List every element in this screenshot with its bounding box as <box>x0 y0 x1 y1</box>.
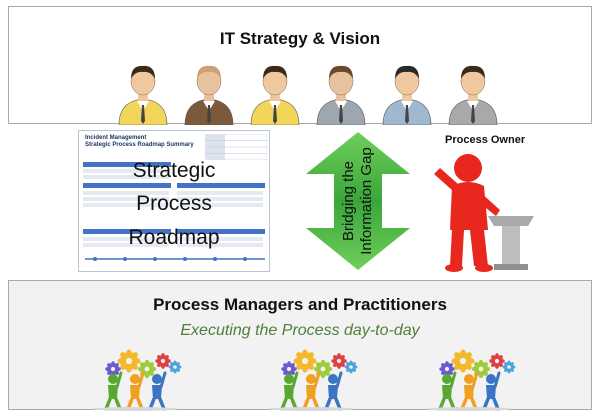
document-line <box>177 197 263 201</box>
document-header-line-2: Strategic Process Roadmap Summary <box>85 142 194 148</box>
document-line <box>83 175 169 179</box>
document-header-line-1: Incident Management <box>85 135 147 141</box>
it-strategy-panel: IT Strategy & Vision <box>8 6 592 126</box>
roadmap-document-header: Incident Management Strategic Process Ro… <box>85 135 203 149</box>
bridging-arrow: Bridging the Information Gap <box>302 130 414 272</box>
practitioners-subtitle: Executing the Process day-to-day <box>180 322 420 339</box>
document-line <box>83 169 169 173</box>
team-gears-icon <box>267 349 377 411</box>
person-icon <box>245 61 305 126</box>
team-gears-icon <box>91 349 201 411</box>
presenter-icon <box>434 154 534 272</box>
document-section-bar <box>83 183 171 188</box>
document-section-bar <box>83 162 171 167</box>
practitioners-panel: Process Managers and Practitioners Execu… <box>8 280 592 411</box>
document-timeline <box>85 257 265 261</box>
roadmap-overlay-line-1: Strategic <box>132 159 216 182</box>
document-line <box>83 243 169 247</box>
document-line <box>83 203 169 207</box>
executives-group <box>109 61 509 126</box>
roadmap-overlay-line-2: Process <box>136 192 212 215</box>
document-section-bar <box>177 183 265 188</box>
person-icon <box>443 61 503 126</box>
document-line <box>177 243 263 247</box>
document-info-table <box>205 134 267 160</box>
roadmap-overlay-line-3: Roadmap <box>128 226 220 249</box>
document-line <box>83 191 169 195</box>
double-arrow-icon <box>306 132 410 270</box>
document-line <box>83 197 169 201</box>
roadmap-document: Incident Management Strategic Process Ro… <box>78 130 270 272</box>
person-icon <box>113 61 173 126</box>
arrow-caption-line-2: Information Gap <box>358 147 375 255</box>
document-section-bar <box>83 229 171 234</box>
person-icon <box>377 61 437 126</box>
person-icon <box>311 61 371 126</box>
team-gears-icon <box>425 349 535 411</box>
document-line <box>177 237 263 241</box>
arrow-caption-line-1: Bridging the <box>340 160 357 242</box>
document-section-bar <box>177 229 265 234</box>
document-line <box>177 203 263 207</box>
it-strategy-title: IT Strategy & Vision <box>219 29 381 48</box>
document-line <box>83 237 169 241</box>
arrow-caption: Bridging the Information Gap <box>340 147 376 255</box>
process-owner-label: Process Owner <box>445 134 526 146</box>
person-icon <box>179 61 239 126</box>
practitioners-title: Process Managers and Practitioners <box>153 295 447 314</box>
document-line <box>177 191 263 195</box>
